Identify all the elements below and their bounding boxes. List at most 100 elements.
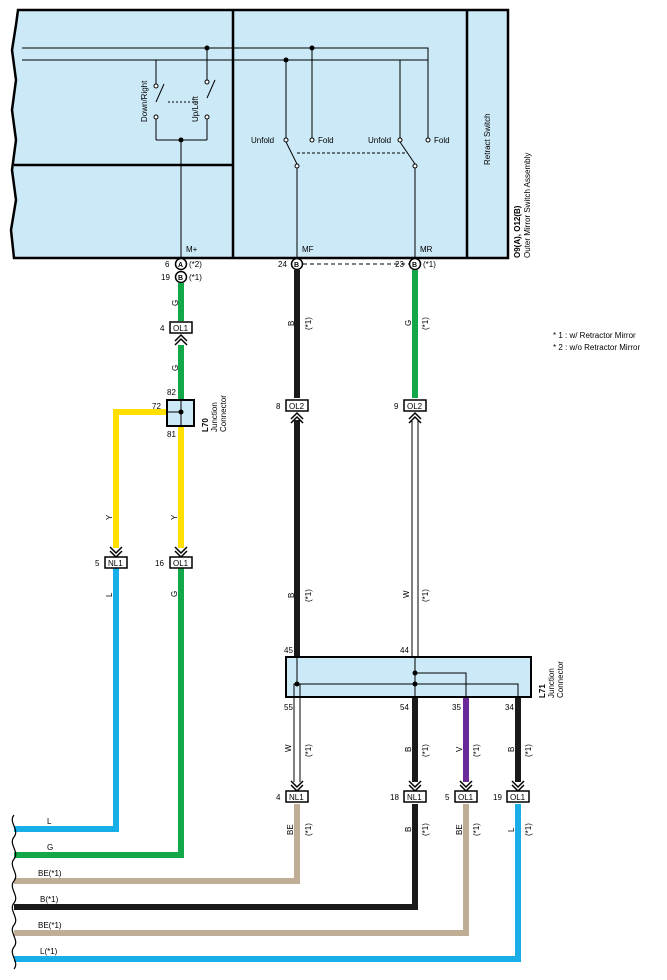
l71-id: L71 bbox=[538, 684, 547, 698]
wires bbox=[14, 270, 521, 962]
wire-labels: G G B (*1) G (*1) Y Y L G B (*1) W (*1) … bbox=[105, 300, 533, 836]
wire-label-be-ol1-note: (*1) bbox=[472, 823, 481, 836]
fold-label-2: Fold bbox=[434, 136, 450, 145]
wire-label-l-ol1: L bbox=[507, 827, 516, 832]
l70-id: L70 bbox=[201, 418, 210, 432]
assembly-connector-id: O9(A), O12(B) bbox=[513, 205, 522, 258]
wire-label-w-55: W bbox=[284, 744, 293, 752]
wire-label-b-54-note: (*1) bbox=[421, 744, 430, 757]
l71-name-1: Junction bbox=[547, 668, 556, 698]
pin-24: 24 bbox=[278, 260, 287, 269]
l71-junction-connector: 45 44 55 54 35 34 L71 Junction Connector bbox=[284, 646, 565, 712]
nl1-b: NL1 bbox=[289, 793, 304, 802]
unfold-label-2: Unfold bbox=[368, 136, 391, 145]
l70-junction-connector: 82 72 81 L70 Junction Connector bbox=[152, 388, 228, 439]
wire-label-w-55-note: (*1) bbox=[304, 744, 313, 757]
wire-label-b-mf2-note: (*1) bbox=[304, 589, 313, 602]
ol2-b: OL2 bbox=[407, 402, 423, 411]
exit-label-3: BE(*1) bbox=[38, 869, 62, 878]
pin-b-2: B bbox=[294, 262, 299, 269]
l70-name-2: Connector bbox=[219, 395, 228, 432]
l71-pin-55: 55 bbox=[284, 703, 293, 712]
harness-break-line bbox=[11, 814, 17, 970]
l71-pin-45: 45 bbox=[284, 646, 293, 655]
pin-23: 23 bbox=[395, 260, 404, 269]
terminal-mf: MF bbox=[302, 245, 314, 254]
wire-label-y-right: Y bbox=[170, 514, 179, 520]
wire-label-be-nl1: BE bbox=[286, 824, 295, 835]
wire-label-b-nl1-note: (*1) bbox=[421, 823, 430, 836]
exit-label-5: BE(*1) bbox=[38, 921, 62, 930]
exit-labels: L G BE(*1) B(*1) BE(*1) L(*1) bbox=[38, 817, 62, 956]
ol1-c: OL1 bbox=[458, 793, 474, 802]
inline-connectors: OL1 4 OL2 8 OL2 9 NL1 5 OL1 16 NL1 4 bbox=[95, 321, 530, 803]
wire-label-b-mf2: B bbox=[287, 593, 296, 598]
unfold-label-1: Unfold bbox=[251, 136, 274, 145]
l71-pin-34: 34 bbox=[505, 703, 514, 712]
l71-pin-35: 35 bbox=[452, 703, 461, 712]
wire-label-be-ol1: BE bbox=[455, 824, 464, 835]
nl1-c-pin: 18 bbox=[390, 793, 399, 802]
ol2-b-pin: 9 bbox=[394, 402, 399, 411]
wire-label-y-left: Y bbox=[105, 514, 114, 520]
l70-pin-82: 82 bbox=[167, 388, 176, 397]
wire-label-g2: G bbox=[171, 365, 180, 371]
note-star2: (*2) bbox=[189, 260, 202, 269]
nl1-b-pin: 4 bbox=[276, 793, 281, 802]
pin-b-1: B bbox=[178, 275, 183, 282]
pin-a: A bbox=[178, 262, 183, 269]
fold-label-1: Fold bbox=[318, 136, 334, 145]
note-star1-b: (*1) bbox=[423, 260, 436, 269]
pin-6: 6 bbox=[165, 260, 170, 269]
l70-name-1: Junction bbox=[210, 402, 219, 432]
terminal-mr: MR bbox=[420, 245, 433, 254]
wire-label-v-35-note: (*1) bbox=[472, 744, 481, 757]
nl1-c: NL1 bbox=[407, 793, 422, 802]
wire-label-w-mr: W bbox=[402, 590, 411, 598]
ol1-top-pin: 4 bbox=[160, 324, 165, 333]
l71-pin-54: 54 bbox=[400, 703, 409, 712]
l70-pin-72: 72 bbox=[152, 402, 161, 411]
switch-up-left-label: Up/Left bbox=[191, 95, 200, 122]
switch-down-right-label: Down/Right bbox=[140, 80, 149, 122]
wire-label-g1: G bbox=[171, 300, 180, 306]
wire-label-l-ol1-note: (*1) bbox=[524, 823, 533, 836]
wire-label-be-nl1-note: (*1) bbox=[304, 823, 313, 836]
ol1-d-pin: 19 bbox=[493, 793, 502, 802]
terminal-m-plus: M+ bbox=[186, 245, 198, 254]
assembly-panel bbox=[9, 8, 510, 260]
retract-switch-label: Retract Switch bbox=[483, 113, 492, 165]
ol1-d: OL1 bbox=[510, 793, 526, 802]
switch-assembly: Down/Right Up/Left Unfold Fold Unfold Fo… bbox=[9, 8, 532, 260]
exit-label-6: L(*1) bbox=[40, 947, 58, 956]
wire-label-w-mr-note: (*1) bbox=[421, 589, 430, 602]
exit-label-4: B(*1) bbox=[40, 895, 59, 904]
exit-label-2: G bbox=[47, 843, 53, 852]
pin-b-3: B bbox=[412, 262, 417, 269]
legend-note-1: * 1 : w/ Retractor Mirror bbox=[553, 331, 636, 340]
legend-note-2: * 2 : w/o Retractor Mirror bbox=[553, 343, 640, 352]
ol1-c-pin: 5 bbox=[445, 793, 450, 802]
ol1-b: OL1 bbox=[173, 559, 189, 568]
ol1-top: OL1 bbox=[173, 324, 189, 333]
l71-name-2: Connector bbox=[556, 661, 565, 698]
assembly-pins: A B 6 19 (*2) (*1) B 24 B 23 (*1) bbox=[161, 257, 436, 284]
note-star1-a: (*1) bbox=[189, 273, 202, 282]
wire-label-l-left: L bbox=[105, 592, 114, 597]
wire-label-b-nl1: B bbox=[404, 827, 413, 832]
wire-label-b-mf: B bbox=[287, 321, 296, 326]
ol2-a: OL2 bbox=[289, 402, 305, 411]
nl1-a-pin: 5 bbox=[95, 559, 100, 568]
assembly-name: Outer Mirror Switch Assembly bbox=[523, 153, 532, 258]
ol2-a-pin: 8 bbox=[276, 402, 281, 411]
wire-label-g-mr: G bbox=[404, 320, 413, 326]
wire-label-g-left: G bbox=[170, 591, 179, 597]
wire-label-b-mf-note: (*1) bbox=[304, 317, 313, 330]
l71-pin-44: 44 bbox=[400, 646, 409, 655]
pin-19: 19 bbox=[161, 273, 170, 282]
ol1-b-pin: 16 bbox=[155, 559, 164, 568]
nl1-a: NL1 bbox=[108, 559, 123, 568]
wire-label-v-35: V bbox=[455, 746, 464, 752]
l70-pin-81: 81 bbox=[167, 430, 176, 439]
